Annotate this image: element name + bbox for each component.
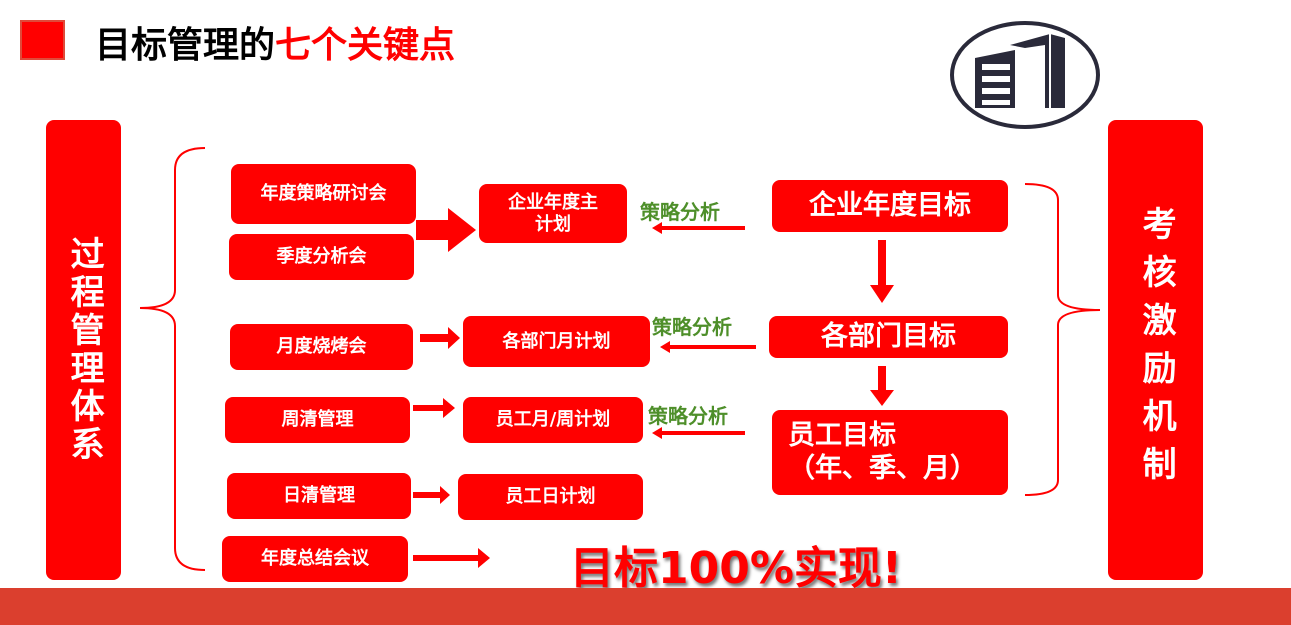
title-marker	[20, 20, 65, 60]
strategy-label-2: 策略分析	[652, 315, 732, 339]
strategy-label-3: 策略分析	[648, 404, 728, 428]
meeting-annual-summary: 年度总结会议	[222, 536, 408, 582]
meeting-monthly: 月度烧烤会	[230, 324, 413, 370]
big-arrow	[416, 208, 476, 252]
arrow-strategy-3	[652, 427, 745, 439]
page-title: 目标管理的七个关键点	[95, 16, 455, 68]
title-red: 七个关键点	[275, 25, 456, 66]
goal-employee-period: （年、季、月）	[788, 452, 977, 484]
plan-employee-daily: 员工日计划	[458, 474, 643, 520]
arrow-down-2	[870, 366, 894, 406]
panel-label: 考核激励机制	[1136, 206, 1177, 494]
panel-label: 过程管理体系	[64, 236, 105, 464]
arrow-strategy-2	[660, 341, 756, 353]
arrow-strategy-1	[652, 222, 745, 234]
goal-department: 各部门目标	[769, 316, 1008, 358]
process-management-panel: 过程管理体系	[46, 120, 121, 580]
arrow-weekly	[413, 398, 455, 418]
arrow-daily	[413, 486, 450, 504]
goal-employee-title: 员工目标	[788, 420, 896, 452]
right-brace	[1024, 183, 1101, 496]
footer-bar	[0, 588, 1291, 625]
goal-employee: 员工目标 （年、季、月）	[772, 410, 1008, 495]
meeting-quarterly: 季度分析会	[229, 234, 414, 280]
goal-company-annual: 企业年度目标	[772, 180, 1008, 232]
meeting-daily: 日清管理	[227, 473, 411, 519]
incentive-panel: 考核激励机制	[1108, 120, 1203, 580]
strategy-label-1: 策略分析	[640, 200, 720, 224]
arrow-down-1	[870, 240, 894, 303]
title-black: 目标管理的	[95, 25, 276, 66]
meeting-annual-strategy: 年度策略研讨会	[231, 164, 416, 224]
plan-employee-weekly: 员工月/周计划	[463, 397, 643, 443]
meeting-weekly: 周清管理	[225, 397, 410, 443]
plan-annual: 企业年度主计划	[479, 184, 627, 243]
plan-department-monthly: 各部门月计划	[463, 316, 650, 367]
left-brace	[139, 147, 206, 571]
slogan: 目标100%实现!	[570, 543, 902, 594]
arrow-monthly	[420, 327, 460, 349]
arrow-annual	[413, 548, 490, 568]
